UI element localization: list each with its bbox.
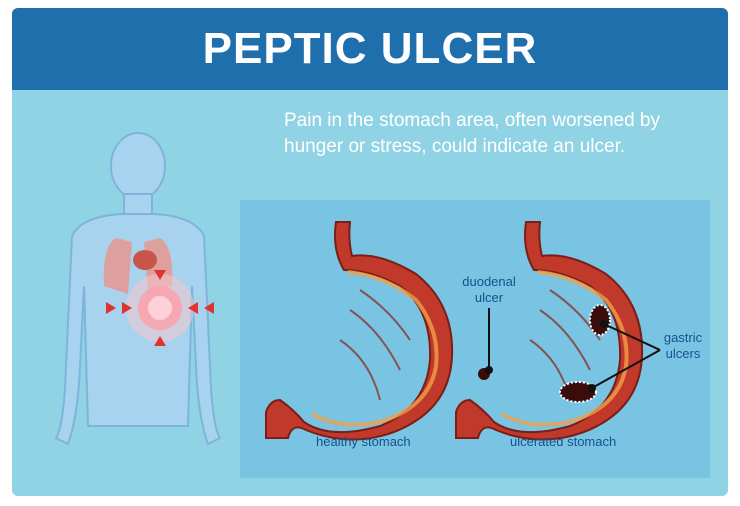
- stomach-comparison-panel: healthy stomach ulcerated stomach duoden…: [240, 200, 710, 478]
- healthy-stomach-illustration: [265, 221, 454, 441]
- gastric-ulcer-1: [589, 304, 611, 336]
- heart: [133, 250, 157, 270]
- description-text: Pain in the stomach area, often worsened…: [284, 110, 661, 157]
- duodenal-ulcer-label-line1: duodenal: [462, 274, 516, 289]
- title-bar: PEPTIC ULCER: [12, 8, 728, 90]
- gastric-ulcers-label: gastric ulcers: [658, 330, 708, 362]
- pain-arrows: [106, 270, 214, 346]
- gastric-ulcer-2: [559, 381, 597, 403]
- label-pointers: [485, 308, 661, 392]
- healthy-stomach-label: healthy stomach: [316, 434, 411, 449]
- duodenal-ulcer-label: duodenal ulcer: [454, 274, 524, 306]
- infographic-card: PEPTIC ULCER Pain in the stomach area, o…: [12, 8, 728, 496]
- page-title: PEPTIC ULCER: [202, 24, 538, 73]
- stomach-pain-indicator: [106, 270, 214, 346]
- gastric-ulcers-label-line2: ulcers: [665, 346, 701, 361]
- duodenal-ulcer-label-line2: ulcer: [474, 290, 504, 305]
- human-body-illustration: [54, 132, 222, 446]
- gastric-ulcers-label-line1: gastric: [663, 330, 703, 345]
- ulcerated-stomach-label: ulcerated stomach: [510, 434, 617, 449]
- stomach-illustrations: [265, 221, 661, 441]
- ulcerated-stomach-illustration: [455, 221, 644, 441]
